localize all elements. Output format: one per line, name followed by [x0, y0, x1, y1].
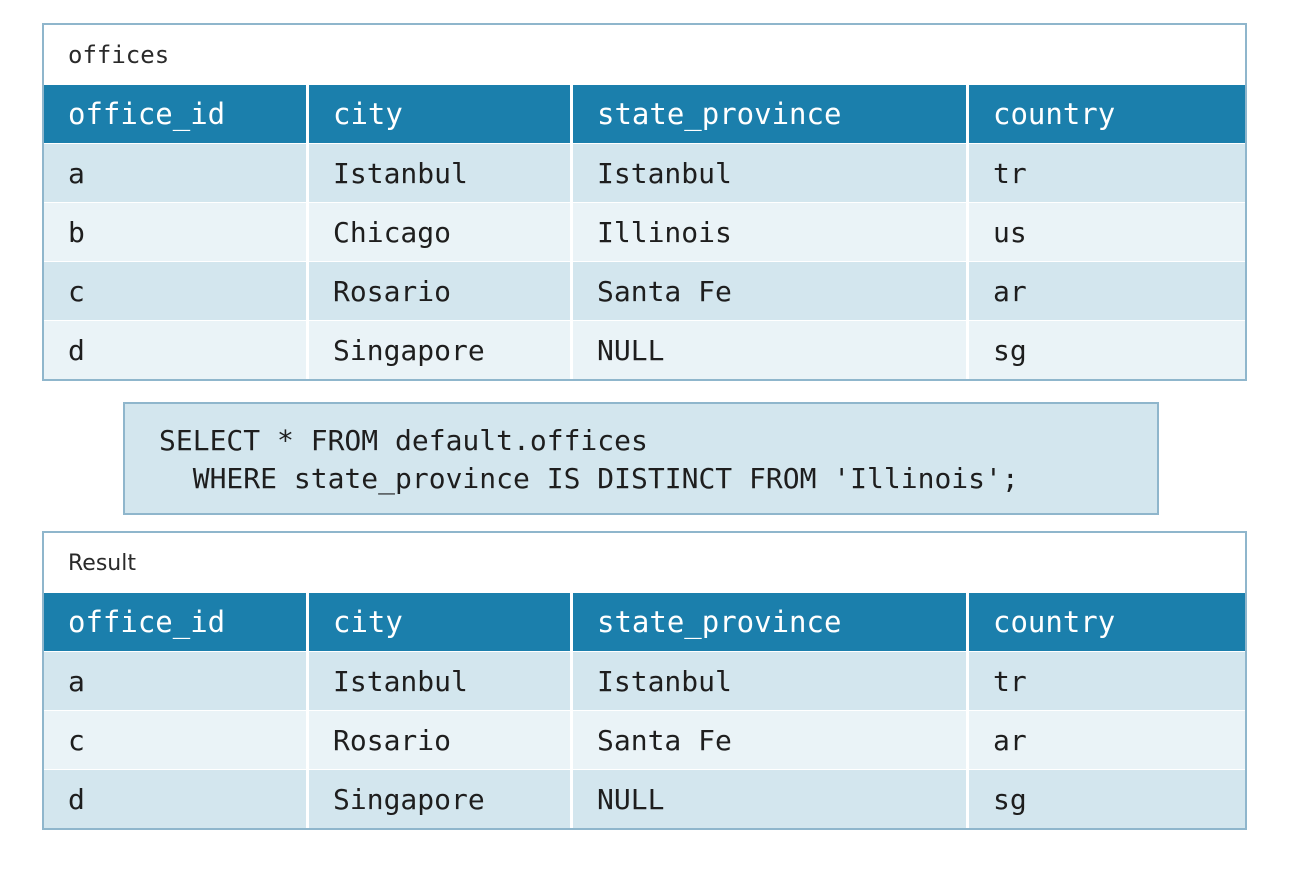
column-header-city: city	[309, 593, 573, 651]
table-cell: a	[44, 143, 309, 202]
table-cell: Istanbul	[573, 143, 969, 202]
table-cell: sg	[969, 769, 1245, 828]
table-cell: NULL	[573, 769, 969, 828]
offices-table: office_id city state_province country a …	[44, 85, 1245, 379]
column-header-country: country	[969, 85, 1245, 143]
column-header-city: city	[309, 85, 573, 143]
table-cell: Santa Fe	[573, 710, 969, 769]
table-cell: tr	[969, 651, 1245, 710]
table-cell: d	[44, 320, 309, 379]
column-header-country: country	[969, 593, 1245, 651]
table-cell: Santa Fe	[573, 261, 969, 320]
offices-table-title: offices	[68, 41, 170, 69]
table-cell: Istanbul	[309, 143, 573, 202]
column-header-state-province: state_province	[573, 593, 969, 651]
sql-query-line-1: SELECT * FROM default.offices	[159, 424, 648, 457]
column-header-office-id: office_id	[44, 593, 309, 651]
sql-query-line-2: WHERE state_province IS DISTINCT FROM 'I…	[159, 462, 1019, 495]
table-cell: d	[44, 769, 309, 828]
column-header-state-province: state_province	[573, 85, 969, 143]
table-cell: a	[44, 651, 309, 710]
table-cell: Rosario	[309, 710, 573, 769]
table-cell: us	[969, 202, 1245, 261]
table-cell: c	[44, 710, 309, 769]
table-cell: ar	[969, 261, 1245, 320]
table-cell: Illinois	[573, 202, 969, 261]
table-cell: b	[44, 202, 309, 261]
table-cell: sg	[969, 320, 1245, 379]
table-cell: Chicago	[309, 202, 573, 261]
result-table: office_id city state_province country a …	[44, 593, 1245, 828]
result-table-title: Result	[68, 550, 136, 576]
offices-table-panel: offices office_id city state_province co…	[42, 23, 1247, 381]
table-cell: Singapore	[309, 320, 573, 379]
sql-query-box: SELECT * FROM default.offices WHERE stat…	[123, 402, 1159, 515]
table-cell: NULL	[573, 320, 969, 379]
column-header-office-id: office_id	[44, 85, 309, 143]
result-table-panel: Result office_id city state_province cou…	[42, 531, 1247, 830]
table-cell: c	[44, 261, 309, 320]
table-cell: tr	[969, 143, 1245, 202]
table-cell: Singapore	[309, 769, 573, 828]
table-cell: Istanbul	[309, 651, 573, 710]
table-cell: Rosario	[309, 261, 573, 320]
table-cell: Istanbul	[573, 651, 969, 710]
table-cell: ar	[969, 710, 1245, 769]
